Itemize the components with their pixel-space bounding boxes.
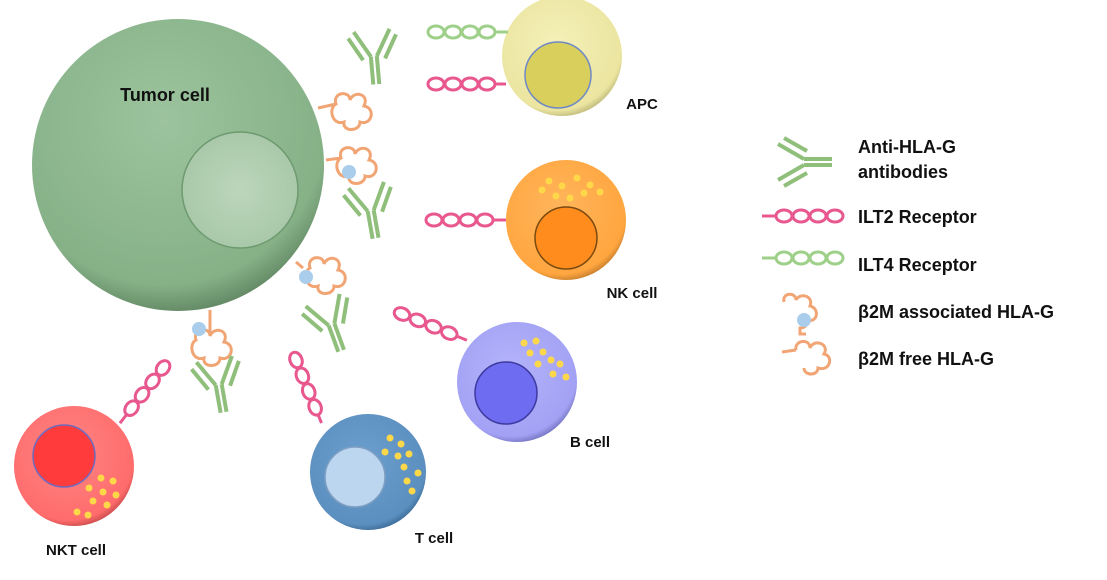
legend-item-antibody: Anti-HLA-G antibodies (776, 136, 956, 188)
b-cell-nucleus (474, 361, 538, 425)
nkt-cell-granules (73, 474, 120, 519)
tumor-cell: Tumor cell (32, 19, 324, 311)
ilt2-receptor-nk (424, 212, 506, 228)
b2m-icon (342, 165, 356, 179)
ilt2-receptor-t (288, 350, 323, 424)
nk-cell: NK cell (506, 160, 657, 302)
hla-g-molecule-associated-1 (325, 146, 378, 185)
legend-item-ilt2: ILT2 Receptor (762, 207, 977, 227)
t-cell: T cell (310, 414, 453, 547)
b-cell: B cell (457, 322, 610, 451)
legend-free-label: β2M free HLA-G (858, 349, 994, 369)
ilt4-receptor-apc (426, 24, 508, 40)
ilt2-receptor-apc (426, 76, 506, 92)
b-cell-granules (520, 337, 570, 381)
t-cell-granules (381, 434, 422, 495)
nk-cell-nucleus (534, 206, 598, 270)
nkt-cell: NKT cell (14, 406, 134, 559)
t-cell-label: T cell (415, 530, 453, 547)
antibody-icon (340, 178, 402, 245)
legend-antibody-label-1: Anti-HLA-G (858, 137, 956, 157)
legend-antibody-label-2: antibodies (858, 162, 948, 182)
antibody-icon (298, 289, 366, 362)
apc-cell-nucleus (524, 41, 592, 109)
legend-item-free: β2M free HLA-G (781, 340, 994, 376)
hla-g-molecule-associated-3 (190, 310, 233, 367)
hla-g-molecule-free-1 (317, 92, 373, 131)
ilt4-receptor-icon (762, 250, 845, 266)
legend-item-ilt4: ILT4 Receptor (762, 250, 977, 275)
antibody-icon (776, 136, 834, 188)
ilt2-receptor-icon (762, 208, 845, 224)
legend: Anti-HLA-G antibodies ILT2 Receptor ILT4… (762, 136, 1054, 376)
b2m-icon (192, 322, 206, 336)
nkt-cell-label: NKT cell (46, 542, 106, 559)
ilt2-receptor-b (392, 306, 468, 342)
apc-label: APC (626, 96, 658, 113)
legend-item-associated: β2M associated HLA-G (782, 292, 1054, 336)
hla-g-molecule-associated-2 (295, 256, 347, 295)
apc-cell: APC (502, 0, 658, 116)
b2m-icon (299, 270, 313, 284)
nkt-cell-nucleus (32, 424, 96, 488)
legend-associated-label: β2M associated HLA-G (858, 302, 1054, 322)
nk-cell-label: NK cell (607, 285, 658, 302)
b-cell-label: B cell (570, 434, 610, 451)
tumor-cell-label: Tumor cell (120, 85, 210, 105)
nk-cell-granules (538, 174, 604, 202)
t-cell-nucleus (324, 446, 386, 508)
ilt2-receptor-nkt (118, 359, 172, 425)
legend-ilt4-label: ILT4 Receptor (858, 255, 977, 275)
b2m-associated-hla-g-icon (782, 292, 818, 336)
legend-ilt2-label: ILT2 Receptor (858, 207, 977, 227)
antibody-icon (345, 26, 403, 89)
tumor-cell-nucleus (181, 131, 299, 249)
b2m-free-hla-g-icon (781, 340, 832, 376)
